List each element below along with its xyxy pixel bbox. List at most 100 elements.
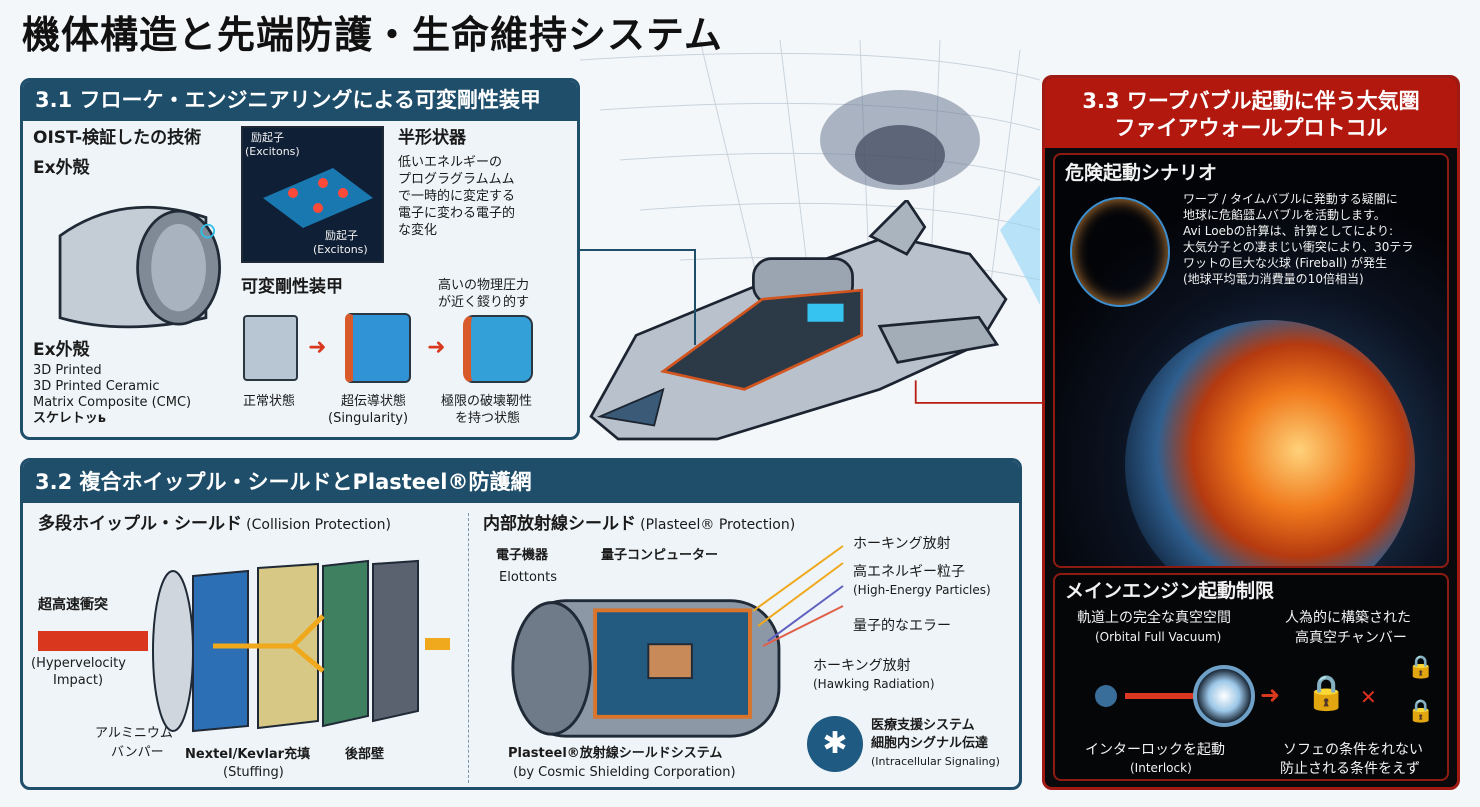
- engine-glow: [1000, 185, 1040, 305]
- quantum-error-label: 量子的なエラー: [853, 618, 951, 634]
- stuffing-label-en: (Stuffing): [223, 765, 284, 780]
- section-33-panel: 3.3 ワープバブル起動に伴う大気圏 ファイアウォールプロトコル 危険起動シナリ…: [1042, 75, 1460, 790]
- aluminium-bumper: [152, 570, 194, 732]
- whipple-title-en: (Collision Protection): [246, 517, 391, 533]
- interlock-label-en: (Interlock): [1130, 761, 1192, 775]
- whipple-title: 多段ホイップル・シールド: [38, 514, 242, 534]
- divider: [468, 513, 469, 783]
- section-33-header-line: ファイアウォールプロトコル: [1114, 116, 1388, 140]
- electronics-label: 電子機器: [496, 548, 549, 563]
- ship-fin: [868, 200, 927, 256]
- section-33-header: 3.3 ワープバブル起動に伴う大気圏 ファイアウォールプロトコル: [1045, 78, 1457, 148]
- semi-desc-line: 低いエネルギーの: [398, 155, 503, 170]
- section-32-panel: 3.2 複合ホイップル・シールドとPlasteel®防護網 多段ホイップル・シー…: [20, 458, 1022, 790]
- ex-desc-line: Matrix Composite (CMC): [33, 395, 192, 410]
- page-title: 機体構造と先端防護・生命維持システム: [22, 13, 723, 57]
- orbital-label-en: (Orbital Full Vacuum): [1095, 630, 1222, 644]
- electronics-label-en: Elottonts: [499, 570, 558, 585]
- hawking-radiation-label-en: (Hawking Radiation): [813, 677, 935, 691]
- connector-line-31: [580, 249, 696, 345]
- exciton-label: 励起子: [325, 229, 358, 242]
- medical-label: 細胞内シグナル伝達: [871, 736, 989, 751]
- medical-label-en: (Intracellular Signaling): [871, 755, 1000, 768]
- high-energy-label-en: (High-Energy Particles): [853, 583, 991, 597]
- hawking-label: ホーキング放射: [853, 536, 951, 552]
- exciton-label: (Excitons): [313, 243, 368, 256]
- arrow-icon: ➜: [1260, 681, 1281, 709]
- chamber-label: 人為的に構築された: [1285, 610, 1411, 626]
- lock-icon: 🔒: [1305, 673, 1348, 713]
- chamber-label: 高真空チャンバー: [1295, 630, 1407, 646]
- danger-desc-line: 地球に危餡瓥ムバブルを活動します。: [1183, 208, 1386, 222]
- section-32-header: 3.2 複合ホイップル・シールドとPlasteel®防護網: [23, 461, 1019, 503]
- danger-desc-line: Avi Loebの計算は、計算としてにより:: [1183, 224, 1394, 238]
- medical-star-icon: ✱: [807, 716, 863, 772]
- danger-desc-line: 大気分子との凄まじい衝突により、30テラ: [1183, 240, 1414, 254]
- vacuum-portal-icon: [1193, 665, 1255, 727]
- blocked-x-icon: ✕: [1360, 685, 1377, 709]
- rear-wall-label: 後部壁: [345, 747, 385, 762]
- section-33-header-line: 3.3 ワープバブル起動に伴う大気圏: [1082, 89, 1420, 113]
- state-label: (Singularity): [328, 411, 409, 426]
- semi-desc-line: プログラグラムムム: [398, 172, 515, 187]
- medical-label: 医療支援システム: [871, 718, 975, 733]
- conditions-label: 防止される条件をえず: [1280, 761, 1420, 777]
- orbital-label: 軌道上の完全な真空空間: [1077, 610, 1231, 626]
- exciton-label: (Excitons): [245, 145, 300, 158]
- ship-wing: [877, 315, 1000, 364]
- whipple-shield-layers: [38, 559, 450, 733]
- arrow-icon: [1125, 693, 1195, 699]
- impact-arrow: [38, 631, 148, 651]
- plasteel-label-en: (by Cosmic Shielding Corporation): [513, 765, 736, 780]
- section-31-header: 3.1 フローケ・エンジニアリングによる可変剛性装甲: [23, 81, 577, 121]
- state-label: を持つ状態: [455, 411, 521, 426]
- state-label: 超伝導状態: [341, 394, 407, 409]
- max-toughness-armor: [463, 315, 533, 383]
- engine-restriction-box: メインエンジン起動制限 軌道上の完全な真空空間 (Orbital Full Va…: [1053, 573, 1449, 781]
- interlock-label: インターロックを起動: [1085, 742, 1225, 758]
- arrow-icon: ➜: [427, 335, 446, 360]
- superconducting-armor: [345, 313, 411, 383]
- exciton-diagram: 励起子 (Excitons) 励起子 (Excitons): [241, 126, 384, 263]
- semi-desc-line: 電子に変わる電子的: [398, 206, 516, 221]
- impact-label: 超高速衝突: [38, 597, 108, 613]
- pressure-label: 高いの物理圧力: [438, 278, 530, 293]
- arrow-icon: ➜: [308, 335, 327, 360]
- danger-desc-line: ワットの巨大な火球 (Fireball) が発生: [1183, 256, 1388, 270]
- radiation-shield-title: 内部放射線シールド: [483, 514, 636, 534]
- radiation-rays: [752, 545, 844, 647]
- stuffing-label: Nextel/Kevlar充填: [185, 747, 311, 762]
- variable-stiffness-title: 可変剛性装甲: [241, 277, 343, 297]
- ex-shell-cylinder-icon: [58, 205, 221, 329]
- conditions-label: ソフェの条件をれない: [1283, 742, 1423, 758]
- ex-desc-line: スケレトッь: [33, 411, 106, 426]
- ex-desc-line: 3D Printed: [33, 363, 102, 378]
- ex-shell-title: Ex外殻: [33, 158, 90, 178]
- bumper-label: アルミニウム: [95, 726, 173, 741]
- danger-title: 危険起動シナリオ: [1065, 162, 1218, 184]
- impact-label-en: (Hypervelocity: [31, 656, 126, 671]
- engine-restriction-title: メインエンジン起動制限: [1065, 580, 1275, 602]
- lock-icon: 🔒: [1407, 655, 1435, 680]
- impact-label-en: Impact): [53, 673, 104, 688]
- lock-icon: 🔒: [1407, 699, 1435, 724]
- bumper-label: バンパー: [111, 745, 164, 760]
- ship-cockpit: [596, 387, 665, 427]
- quantum-computer-label: 量子コンピューター: [601, 548, 719, 563]
- state-label: 正常状態: [243, 394, 296, 409]
- radiation-shield-title-en: (Plasteel® Protection): [640, 517, 796, 533]
- earth-icon: [1095, 685, 1117, 707]
- danger-scenario-box: 危険起動シナリオ ワープ / タイムバブルに発動する疑闇に 地球に危餡瓥ムバブル…: [1053, 153, 1449, 568]
- radiation-shield-module: [511, 599, 781, 738]
- rear-wall: [372, 559, 419, 723]
- ship-reactor: [807, 303, 844, 322]
- connector-line-33: [914, 380, 1042, 404]
- section-31-panel: 3.1 フローケ・エンジニアリングによる可変剛性装甲 OIST-検証したの技術 …: [20, 78, 580, 440]
- hawking-radiation-label: ホーキング放射: [813, 658, 911, 674]
- semi-desc-line: な変化: [398, 223, 438, 238]
- state-label: 極限の破壊靭性: [441, 394, 533, 409]
- pressure-label: が近く鋄り的す: [438, 295, 530, 310]
- semi-title: 半形状器: [398, 128, 466, 148]
- wormhole-grid-background: [580, 40, 1040, 305]
- oist-label: OIST-検証したの技術: [33, 128, 202, 148]
